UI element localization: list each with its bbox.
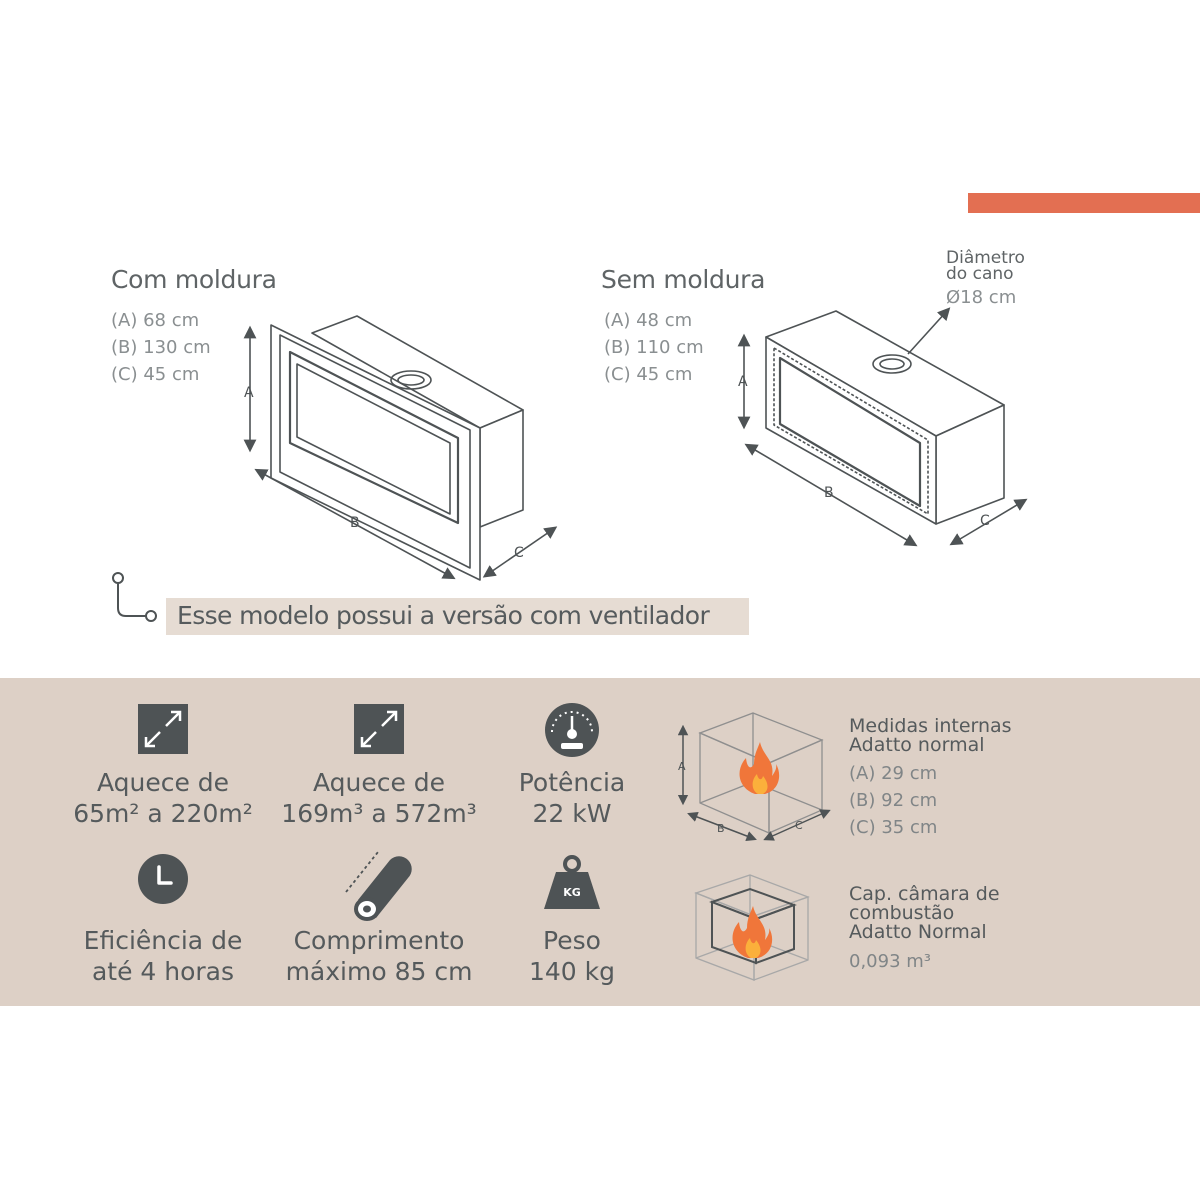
internal-dim-label-c: C <box>795 819 803 832</box>
pipe-label-line2: do cano <box>946 264 1014 284</box>
spec-log-length-line1: Comprimento <box>293 926 465 955</box>
com-moldura-dim-c: (C) 45 cm <box>111 364 200 385</box>
spec-efficiency: Eficiência de até 4 horas <box>63 925 263 987</box>
spec-power-line1: Potência <box>518 768 626 797</box>
clock-icon <box>138 854 188 904</box>
spec-efficiency-line1: Eficiência de <box>83 926 243 955</box>
fireplace-without-frame-diagram: A B C <box>737 307 1028 547</box>
expand-icon <box>138 704 188 754</box>
spec-weight-line1: Peso <box>543 926 601 955</box>
pipe-value: Ø18 cm <box>946 287 1017 308</box>
internal-dim-label-b: B <box>717 822 725 835</box>
combustion-value: 0,093 m³ <box>849 951 932 972</box>
internal-dim-b: (B) 92 cm <box>849 790 938 811</box>
gauge-icon <box>545 703 599 757</box>
sem-moldura-dim-c: (C) 45 cm <box>604 364 693 385</box>
specs-band <box>0 678 1200 1006</box>
pipe-diameter: Diâmetro do cano Ø18 cm <box>946 248 1025 309</box>
dim-label-b-2: B <box>824 485 834 501</box>
spec-power: Potência 22 kW <box>492 767 652 829</box>
spec-log-length: Comprimento máximo 85 cm <box>269 925 489 987</box>
spec-heat-area-line1: Aquece de <box>96 768 230 797</box>
fan-version-note-box <box>166 598 749 635</box>
internal-measures-title-line2: Adatto normal <box>849 734 985 756</box>
pipe-label-line1: Diâmetro <box>946 248 1025 268</box>
internal-dim-label-a: A <box>678 760 686 773</box>
spec-weight-line2: 140 kg <box>528 957 615 986</box>
weight-icon-label: KG <box>563 886 581 899</box>
connector-icon <box>112 572 157 622</box>
combustion-chamber-diagram <box>694 874 810 981</box>
fireplace-with-frame-diagram: A B C <box>243 315 558 581</box>
com-moldura-dims: (A) 68 cm (B) 130 cm (C) 45 cm <box>111 307 211 388</box>
dim-label-c: C <box>514 545 524 561</box>
dim-label-c-2: C <box>980 513 990 529</box>
spec-power-line2: 22 kW <box>532 799 612 828</box>
log-icon <box>345 851 412 921</box>
spec-weight: Peso 140 kg <box>492 925 652 987</box>
spec-efficiency-line2: até 4 horas <box>91 957 235 986</box>
combustion-title-line3: Adatto Normal <box>849 921 987 943</box>
internal-measures-title-line1: Medidas internas <box>849 715 1012 737</box>
internal-measures: Medidas internas Adatto normal (A) 29 cm… <box>849 717 1012 841</box>
dim-label-a: A <box>244 385 254 401</box>
internal-measures-diagram: A B C <box>677 712 831 842</box>
accent-bar <box>968 193 1200 213</box>
com-moldura-dim-b: (B) 130 cm <box>111 337 211 358</box>
com-moldura-dim-a: (A) 68 cm <box>111 310 200 331</box>
internal-dim-c: (C) 35 cm <box>849 817 938 838</box>
dim-label-b: B <box>350 515 360 531</box>
spec-heat-volume-line1: Aquece de <box>312 768 446 797</box>
fan-version-note: Esse modelo possui a versão com ventilad… <box>177 601 710 630</box>
sem-moldura-dim-a: (A) 48 cm <box>604 310 693 331</box>
internal-dim-a: (A) 29 cm <box>849 763 938 784</box>
com-moldura-title: Com moldura <box>111 265 277 294</box>
sem-moldura-title: Sem moldura <box>601 265 766 294</box>
spec-heat-volume-line2: 169m³ a 572m³ <box>281 799 477 828</box>
sem-moldura-dim-b: (B) 110 cm <box>604 337 704 358</box>
sem-moldura-dims: (A) 48 cm (B) 110 cm (C) 45 cm <box>604 307 704 388</box>
combustion-title-line2: combustão <box>849 902 955 924</box>
spec-heat-area-line2: 65m² a 220m² <box>73 799 253 828</box>
expand-icon <box>354 704 404 754</box>
spec-heat-volume: Aquece de 169m³ a 572m³ <box>269 767 489 829</box>
combustion-chamber: Cap. câmara de combustão Adatto Normal 0… <box>849 885 1000 975</box>
spec-heat-area: Aquece de 65m² a 220m² <box>63 767 263 829</box>
combustion-title-line1: Cap. câmara de <box>849 883 1000 905</box>
weight-icon: KG <box>544 855 600 909</box>
spec-log-length-line2: máximo 85 cm <box>285 957 473 986</box>
dim-label-a-2: A <box>738 374 748 390</box>
